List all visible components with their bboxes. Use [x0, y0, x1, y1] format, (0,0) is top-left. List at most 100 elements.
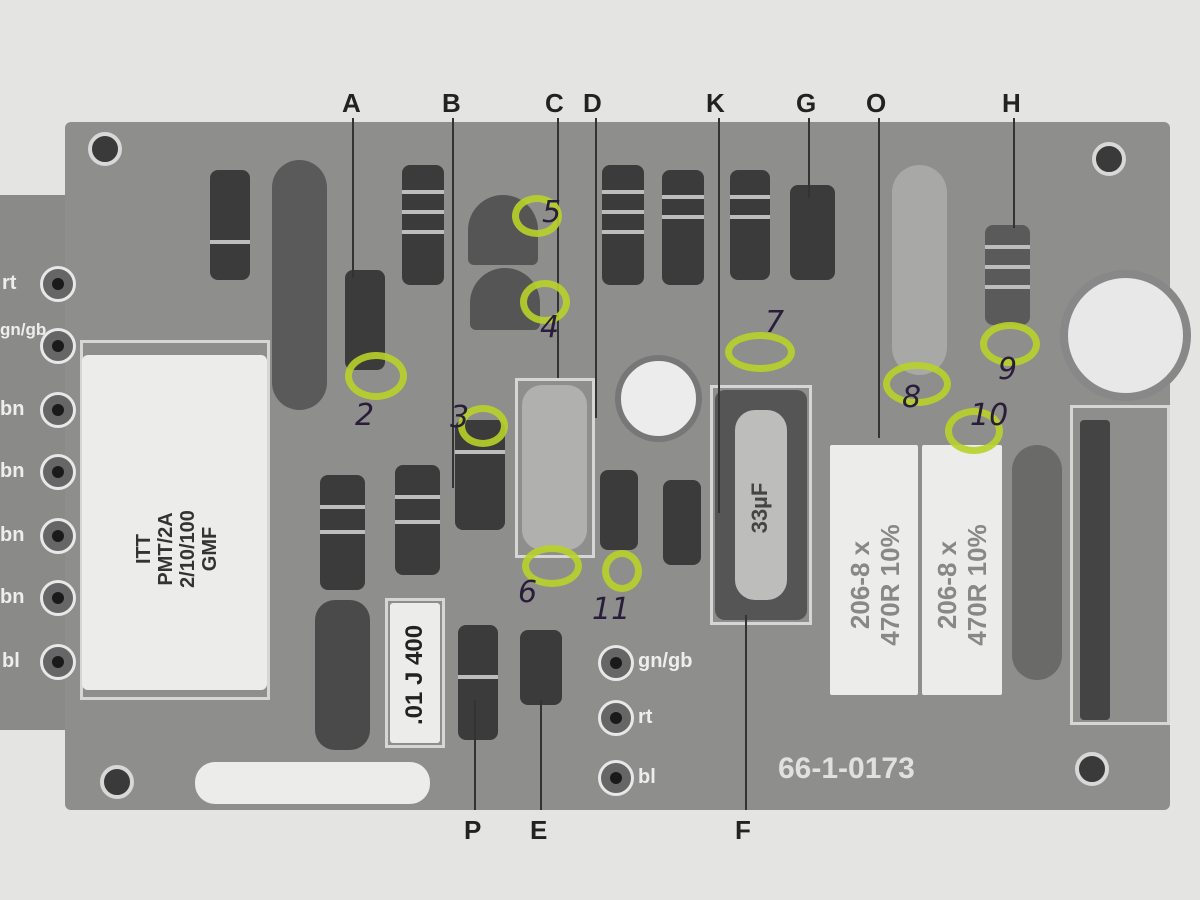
transformer-text: 2/10/100: [177, 510, 199, 588]
capacitor: [315, 600, 370, 750]
resistor: [662, 170, 704, 285]
marker-number: 2: [355, 398, 375, 433]
diode: [458, 625, 498, 740]
transformer: ITT PMT/2A 2/10/100 GMF: [82, 355, 267, 690]
power-resistor: 206-8 x 470R 10%: [830, 445, 918, 695]
transistor-can: [1060, 270, 1191, 401]
pin-label: bn: [0, 586, 25, 608]
label-g: G: [796, 88, 817, 118]
mount-hole: [1075, 752, 1109, 786]
marker-number: 9: [998, 352, 1018, 387]
resistor: [402, 165, 444, 285]
test-point-marker: [520, 280, 570, 324]
leader-line: [474, 700, 476, 810]
marker-number: 8: [902, 380, 922, 415]
resistor: [320, 475, 365, 590]
capacitor-label: 33µF: [747, 482, 772, 534]
pin-label: bl: [638, 766, 656, 788]
marker-number: 4: [540, 310, 560, 345]
diode: [210, 170, 250, 280]
pin-pad: [40, 518, 76, 554]
diode: [663, 480, 701, 565]
capacitor: .01 J 400: [390, 603, 440, 743]
mount-hole: [88, 132, 122, 166]
mount-hole: [100, 765, 134, 799]
diode: [600, 470, 638, 550]
label-h: H: [1002, 88, 1021, 118]
transformer-text: ITT: [133, 534, 155, 564]
pin-pad: [40, 392, 76, 428]
marker-number: 6: [518, 575, 538, 610]
resistor-text: 206-8 x: [932, 540, 962, 630]
capacitor-label: .01 J 400: [401, 624, 428, 726]
label-d: D: [583, 88, 602, 118]
label-k: K: [706, 88, 725, 118]
marker-number: 3: [450, 400, 470, 435]
marker-number: 11: [592, 592, 631, 627]
test-point-marker: [602, 550, 642, 592]
test-point-marker: [458, 405, 508, 447]
resistor: [730, 170, 770, 280]
leader-line: [540, 700, 542, 810]
test-point-marker: [945, 408, 1003, 454]
capacitor: [272, 160, 327, 410]
label-e: E: [530, 815, 548, 845]
pin-pad: [40, 328, 76, 364]
test-point-marker: [883, 362, 951, 406]
pin-pad: [40, 454, 76, 490]
pin-pad: [40, 580, 76, 616]
leader-line: [745, 615, 747, 810]
marker-number: 10: [970, 398, 1009, 433]
leader-line: [352, 118, 354, 278]
pin-pad: [598, 760, 634, 796]
pin-label: rt: [638, 706, 653, 728]
resistor: [1012, 445, 1062, 680]
resistor-text: 470R 10%: [962, 524, 992, 646]
label-b: B: [442, 88, 461, 118]
transformer-text: GMF: [199, 526, 221, 572]
test-point-marker: [345, 352, 407, 400]
component-outline: [80, 340, 270, 700]
test-point-marker: [725, 332, 795, 372]
pin-pad: [598, 645, 634, 681]
leader-line: [452, 118, 454, 488]
label-a: A: [342, 88, 361, 118]
capacitor: 33µF: [715, 390, 807, 620]
capacitor: [522, 385, 587, 550]
test-point-marker: [522, 545, 582, 587]
slot: [195, 762, 430, 804]
board-number: 66-1-0173: [778, 752, 915, 785]
diode: [520, 630, 562, 705]
resistor-text: 206-8 x: [845, 540, 875, 630]
pin-pad: [598, 700, 634, 736]
pin-pad: [40, 644, 76, 680]
heatsink: [1080, 420, 1110, 720]
test-point-marker: [512, 195, 562, 237]
leader-line: [557, 118, 559, 378]
component-outline: [385, 598, 445, 748]
leader-line: [1013, 118, 1015, 228]
pin-label: bn: [0, 524, 25, 546]
pin-label: bl: [2, 650, 20, 672]
leader-line: [808, 118, 810, 198]
mount-hole: [1092, 142, 1126, 176]
leader-line: [878, 118, 880, 438]
pin-label: bn: [0, 398, 25, 420]
leader-line: [595, 118, 597, 418]
marker-number: 7: [765, 305, 785, 340]
pin-label: rt: [2, 272, 17, 294]
resistor: [892, 165, 947, 375]
label-o: O: [866, 88, 887, 118]
marker-number: 5: [542, 195, 562, 230]
diode: [790, 185, 835, 280]
pin-label: gn/gb: [638, 650, 693, 672]
transistor-can: [615, 355, 702, 442]
resistor: [985, 225, 1030, 325]
resistor: [602, 165, 644, 285]
label-c: C: [545, 88, 564, 118]
resistor-text: 470R 10%: [875, 524, 905, 646]
pin-label: bn: [0, 460, 25, 482]
test-point-marker: [980, 322, 1040, 366]
pin-label: gn/gb: [0, 320, 47, 339]
label-f: F: [735, 815, 751, 845]
